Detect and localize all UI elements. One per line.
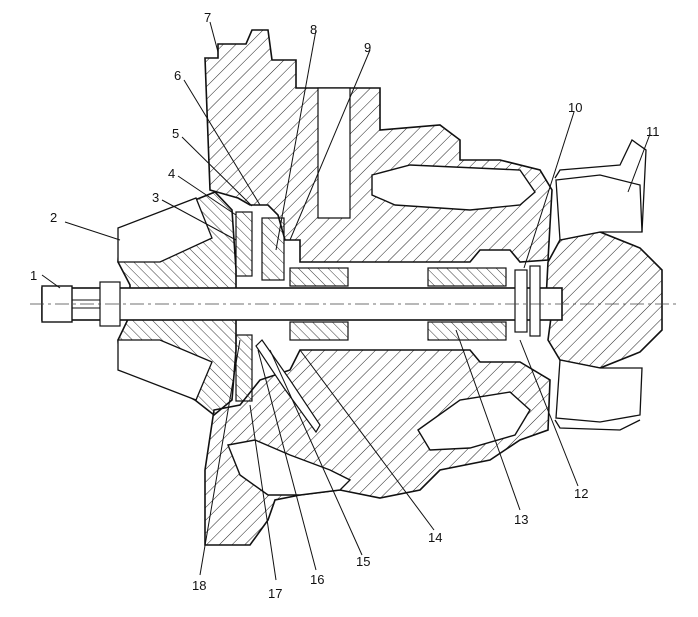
callout-1: 1 — [30, 268, 37, 283]
bearing-housing — [204, 29, 553, 263]
callout-labels: 1 2 3 4 5 6 7 8 9 10 11 12 13 14 15 16 1… — [30, 10, 660, 601]
callout-13: 13 — [514, 512, 528, 527]
callout-6: 6 — [174, 68, 181, 83]
callout-12: 12 — [574, 486, 588, 501]
callout-10: 10 — [568, 100, 582, 115]
thrust-bearing — [261, 217, 285, 281]
callout-14: 14 — [428, 530, 442, 545]
callout-7: 7 — [204, 10, 211, 25]
callout-16: 16 — [310, 572, 324, 587]
callout-3: 3 — [152, 190, 159, 205]
callout-4: 4 — [168, 166, 175, 181]
journal-bearing-left-lower — [289, 321, 349, 341]
oil-deflector — [255, 339, 321, 434]
seal-ring-turbine — [514, 269, 528, 333]
turbine-wheel — [545, 231, 663, 369]
callout-15: 15 — [356, 554, 370, 569]
turbine-outline-bottom — [554, 419, 641, 431]
oil-cavity-lower — [417, 391, 531, 451]
seal-plate — [235, 334, 253, 402]
heat-shield — [529, 265, 541, 337]
callout-9: 9 — [364, 40, 371, 55]
callout-18: 18 — [192, 578, 206, 593]
journal-bearing-right-lower — [427, 321, 507, 341]
callout-11: 11 — [646, 124, 660, 139]
callout-8: 8 — [310, 22, 317, 37]
compressor-blade-lower — [117, 339, 213, 401]
turbine-blade-lower — [555, 359, 643, 423]
thrust-collar — [235, 211, 253, 277]
journal-bearing-left — [289, 267, 349, 287]
oil-cavity-upper — [371, 164, 536, 211]
callout-17: 17 — [268, 586, 282, 601]
turbine-blade-upper — [555, 174, 643, 241]
leader-lines — [41, 21, 651, 581]
oil-inlet-channel — [317, 87, 351, 219]
journal-bearing-right — [427, 267, 507, 287]
turbine-outline-top — [554, 139, 647, 233]
callout-2: 2 — [50, 210, 57, 225]
callout-5: 5 — [172, 126, 179, 141]
